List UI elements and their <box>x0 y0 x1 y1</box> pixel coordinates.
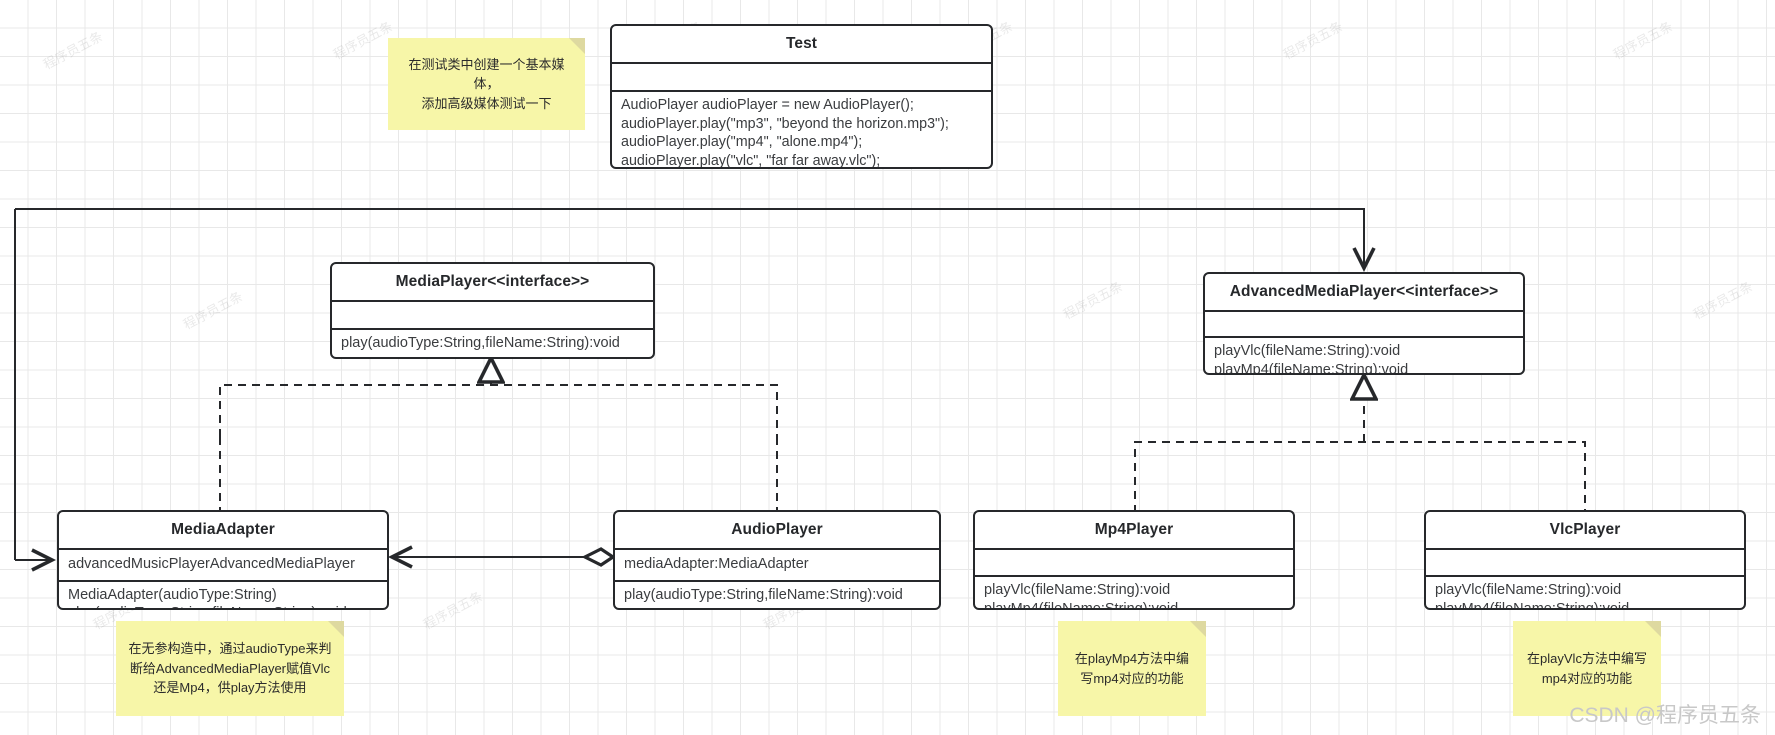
class-title-advancedmediaplayer: AdvancedMediaPlayer<<interface>> <box>1205 274 1523 312</box>
class-operations-mp4player: playVlc(fileName:String):void playMp4(fi… <box>975 577 1293 610</box>
class-operation-row: AudioPlayer audioPlayer = new AudioPlaye… <box>621 97 914 113</box>
note-line: 添加高级媒体测试一下 <box>421 95 552 111</box>
note-line: 在playMp4方法中编 <box>1074 651 1190 666</box>
note-fold-corner-icon <box>569 38 585 54</box>
watermark-tile: 程序员五条 <box>421 589 486 634</box>
class-operation-row: playVlc(fileName:String):void <box>984 582 1171 598</box>
class-box-mediaadapter[interactable]: MediaAdapter advancedMusicPlayerAdvanced… <box>57 510 389 610</box>
class-operations-mediaadapter: MediaAdapter(audioType:String) play(audi… <box>59 582 387 608</box>
class-operations-mediaplayer: play(audioType:String,fileName:String):v… <box>332 330 653 357</box>
class-title-test: Test <box>612 26 991 64</box>
class-box-advancedmediaplayer[interactable]: AdvancedMediaPlayer<<interface>> playVlc… <box>1203 272 1525 375</box>
note-mediaadapter: 在无参构造中，通过audioType来判 断给AdvancedMediaPlay… <box>116 621 344 716</box>
edge-mediaadapter-to-advancedmediaplayer <box>14 209 57 572</box>
watermark-tile: 程序员五条 <box>1611 19 1676 64</box>
class-title-mediaadapter: MediaAdapter <box>59 512 387 550</box>
note-line: 在playVlc方法中编写 <box>1527 651 1647 666</box>
class-box-audioplayer[interactable]: AudioPlayer mediaAdapter:MediaAdapter pl… <box>613 510 941 610</box>
edge-realization-advancedmediaplayer <box>1134 375 1586 513</box>
note-fold-corner-icon <box>1190 621 1206 637</box>
note-vlcplayer: 在playVlc方法中编写 mp4对应的功能 <box>1513 621 1661 716</box>
edge-test-to-advancedmediaplayer <box>15 208 1376 273</box>
note-line: 在无参构造中，通过audioType来判 <box>128 641 332 657</box>
note-test-class: 在测试类中创建一个基本媒体， 添加高级媒体测试一下 <box>388 38 585 130</box>
class-operation-row: playVlc(fileName:String):void <box>1214 343 1401 359</box>
class-operation-row: audioPlayer.play("vlc", "far far away.vl… <box>621 153 881 169</box>
class-operation-row: play(audioType:String,fileName:String):v… <box>68 604 378 608</box>
class-attribute-row: mediaAdapter:MediaAdapter <box>624 556 809 572</box>
class-title-mediaplayer: MediaPlayer<<interface>> <box>332 264 653 302</box>
watermark-tile: 程序员五条 <box>331 19 396 64</box>
class-attributes-mp4player <box>975 550 1293 577</box>
watermark-tile: 程序员五条 <box>181 289 246 334</box>
class-operations-audioplayer: play(audioType:String,fileName:String):v… <box>615 582 939 608</box>
class-attributes-advancedmediaplayer <box>1205 312 1523 338</box>
class-attributes-audioplayer: mediaAdapter:MediaAdapter <box>615 550 939 582</box>
class-operation-row: MediaAdapter(audioType:String) <box>68 586 277 603</box>
csdn-credit: CSDN @程序员五条 <box>1569 704 1761 727</box>
class-box-mediaplayer[interactable]: MediaPlayer<<interface>> play(audioType:… <box>330 262 655 359</box>
class-operation-row: play(audioType:String,fileName:String):v… <box>341 335 620 351</box>
class-operation-row: audioPlayer.play("mp3", "beyond the hori… <box>621 115 949 132</box>
edge-realization-mediaplayer <box>219 358 778 513</box>
note-line: mp4对应的功能 <box>1541 670 1633 686</box>
class-attributes-mediaplayer <box>332 302 653 330</box>
note-line: 还是Mp4，供play方法使用 <box>153 680 307 696</box>
class-operation-row: play(audioType:String,fileName:String):v… <box>624 586 903 603</box>
class-attributes-mediaadapter: advancedMusicPlayerAdvancedMediaPlayer <box>59 550 387 582</box>
class-operations-test: AudioPlayer audioPlayer = new AudioPlaye… <box>612 92 991 169</box>
note-mp4player: 在playMp4方法中编 写mp4对应的功能 <box>1058 621 1206 716</box>
class-title-audioplayer: AudioPlayer <box>615 512 939 550</box>
note-line: 写mp4对应的功能 <box>1080 670 1184 686</box>
class-attributes-test <box>612 64 991 92</box>
watermark-tile: 程序员五条 <box>1061 279 1126 324</box>
watermark-tile: 程序员五条 <box>41 29 106 74</box>
class-operation-row: playVlc(fileName:String):void <box>1435 582 1622 598</box>
class-operations-advancedmediaplayer: playVlc(fileName:String):void playMp4(fi… <box>1205 338 1523 375</box>
note-line: 在测试类中创建一个基本媒体， <box>408 56 565 92</box>
class-operation-row: playMp4(fileName:String):void <box>1435 600 1630 610</box>
watermark-tile: 程序员五条 <box>1691 279 1756 324</box>
note-fold-corner-icon <box>1645 621 1661 637</box>
class-operation-row: audioPlayer.play("mp4", "alone.mp4"); <box>621 134 863 151</box>
class-operations-vlcplayer: playVlc(fileName:String):void playMp4(fi… <box>1426 577 1744 610</box>
class-attribute-row: advancedMusicPlayerAdvancedMediaPlayer <box>68 556 355 572</box>
class-operation-row: playMp4(fileName:String):void <box>1214 361 1409 375</box>
class-operation-row: playMp4(fileName:String):void <box>984 600 1179 610</box>
class-title-vlcplayer: VlcPlayer <box>1426 512 1744 550</box>
class-box-test[interactable]: Test AudioPlayer audioPlayer = new Audio… <box>610 24 993 169</box>
note-fold-corner-icon <box>328 621 344 637</box>
class-title-mp4player: Mp4Player <box>975 512 1293 550</box>
class-box-vlcplayer[interactable]: VlcPlayer playVlc(fileName:String):void … <box>1424 510 1746 610</box>
note-line: 断给AdvancedMediaPlayer赋值Vlc <box>129 660 331 676</box>
class-attributes-vlcplayer <box>1426 550 1744 577</box>
class-box-mp4player[interactable]: Mp4Player playVlc(fileName:String):void … <box>973 510 1295 610</box>
watermark-tile: 程序员五条 <box>1281 19 1346 64</box>
